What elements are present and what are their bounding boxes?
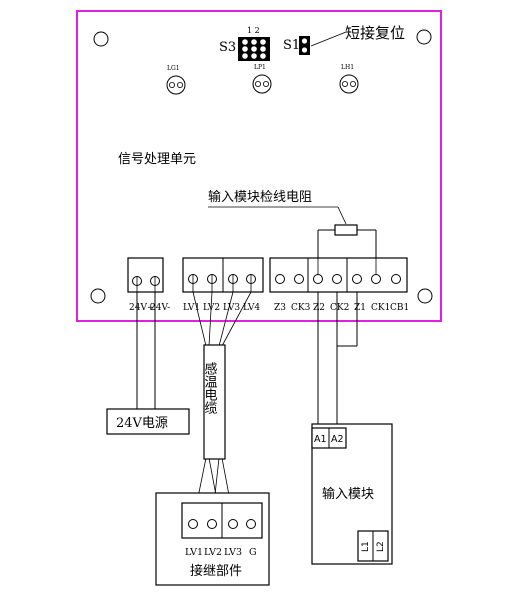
svg-text:LV4: LV4 — [243, 303, 260, 313]
svg-text:CB1: CB1 — [390, 303, 409, 313]
temperature-sensing-cable — [203, 344, 226, 460]
mounting-hole-bottom-right — [417, 288, 433, 304]
svg-text:Z1: Z1 — [354, 303, 366, 313]
input-module-wires — [317, 292, 358, 425]
svg-text:A2: A2 — [331, 434, 344, 445]
junction-component-label: 接继部件 — [190, 563, 242, 579]
power-wires — [136, 292, 156, 410]
svg-text:CK2: CK2 — [330, 303, 349, 313]
svg-text:LV2: LV2 — [203, 303, 220, 313]
mounting-hole-top-left — [93, 31, 109, 47]
sensor-terminal-block — [182, 257, 264, 293]
short-reset-leader — [310, 31, 347, 47]
mounting-hole-top-right — [416, 29, 432, 45]
svg-text:L2: L2 — [376, 541, 386, 552]
s3-label: S3 — [219, 40, 236, 55]
sensor-terminal-labels: LV1 LV2 LV3 LV4 — [183, 303, 260, 313]
svg-text:LH1: LH1 — [341, 64, 354, 71]
svg-text:Z2: Z2 — [313, 303, 325, 313]
svg-text:LV3: LV3 — [223, 303, 240, 313]
led-lp1: LP1 — [252, 64, 272, 94]
s1-jumper — [299, 36, 310, 55]
s3-pin-numbers: 1 2 — [247, 26, 260, 35]
svg-text:LV1: LV1 — [185, 547, 203, 558]
svg-text:LV3: LV3 — [224, 547, 242, 558]
junction-terminal-block — [181, 502, 263, 539]
svg-text:24V+: 24V+ — [129, 303, 155, 313]
s1-label: S1 — [283, 38, 300, 53]
svg-text:LV2: LV2 — [204, 547, 222, 558]
junction-terminal-labels: LV1 LV2 LV3 G — [185, 547, 257, 558]
input-module-bottom-terminals: L1 L2 — [357, 530, 389, 562]
svg-text:G: G — [249, 547, 257, 558]
svg-text:24V-: 24V- — [150, 303, 170, 313]
svg-text:A1: A1 — [314, 434, 327, 445]
svg-text:LV1: LV1 — [183, 303, 200, 313]
s3-jumper-block — [238, 37, 270, 61]
led-lg1: LG1 — [166, 65, 186, 95]
module-terminal-block — [269, 257, 408, 293]
input-module-top-terminals: A1 A2 — [311, 427, 347, 449]
svg-text:Z3: Z3 — [274, 303, 286, 313]
svg-text:CK1: CK1 — [371, 303, 390, 313]
svg-text:L1: L1 — [361, 541, 371, 552]
svg-text:LP1: LP1 — [254, 64, 266, 71]
input-module-label: 输入模块 — [322, 486, 374, 502]
board-title: 信号处理单元 — [118, 152, 196, 167]
line-check-resistor — [317, 224, 377, 258]
svg-text:LG1: LG1 — [167, 65, 180, 72]
power-terminal-block — [127, 257, 164, 293]
module-terminal-labels: Z3 CK3 Z2 CK2 Z1 CK1 CB1 — [274, 303, 409, 313]
resistor-label: 输入模块检线电阻 — [208, 189, 312, 205]
power-supply-label: 24V电源 — [116, 416, 168, 431]
led-lh1: LH1 — [339, 64, 359, 94]
cable-label: 感温电缆 — [202, 361, 218, 415]
power-terminal-labels: 24V+ 24V- — [129, 303, 170, 313]
power-supply-box — [106, 408, 190, 435]
short-reset-label: 短接复位 — [345, 24, 405, 42]
signal-processing-board — [76, 10, 442, 322]
mounting-hole-bottom-left — [90, 288, 106, 304]
svg-text:CK3: CK3 — [291, 303, 311, 313]
